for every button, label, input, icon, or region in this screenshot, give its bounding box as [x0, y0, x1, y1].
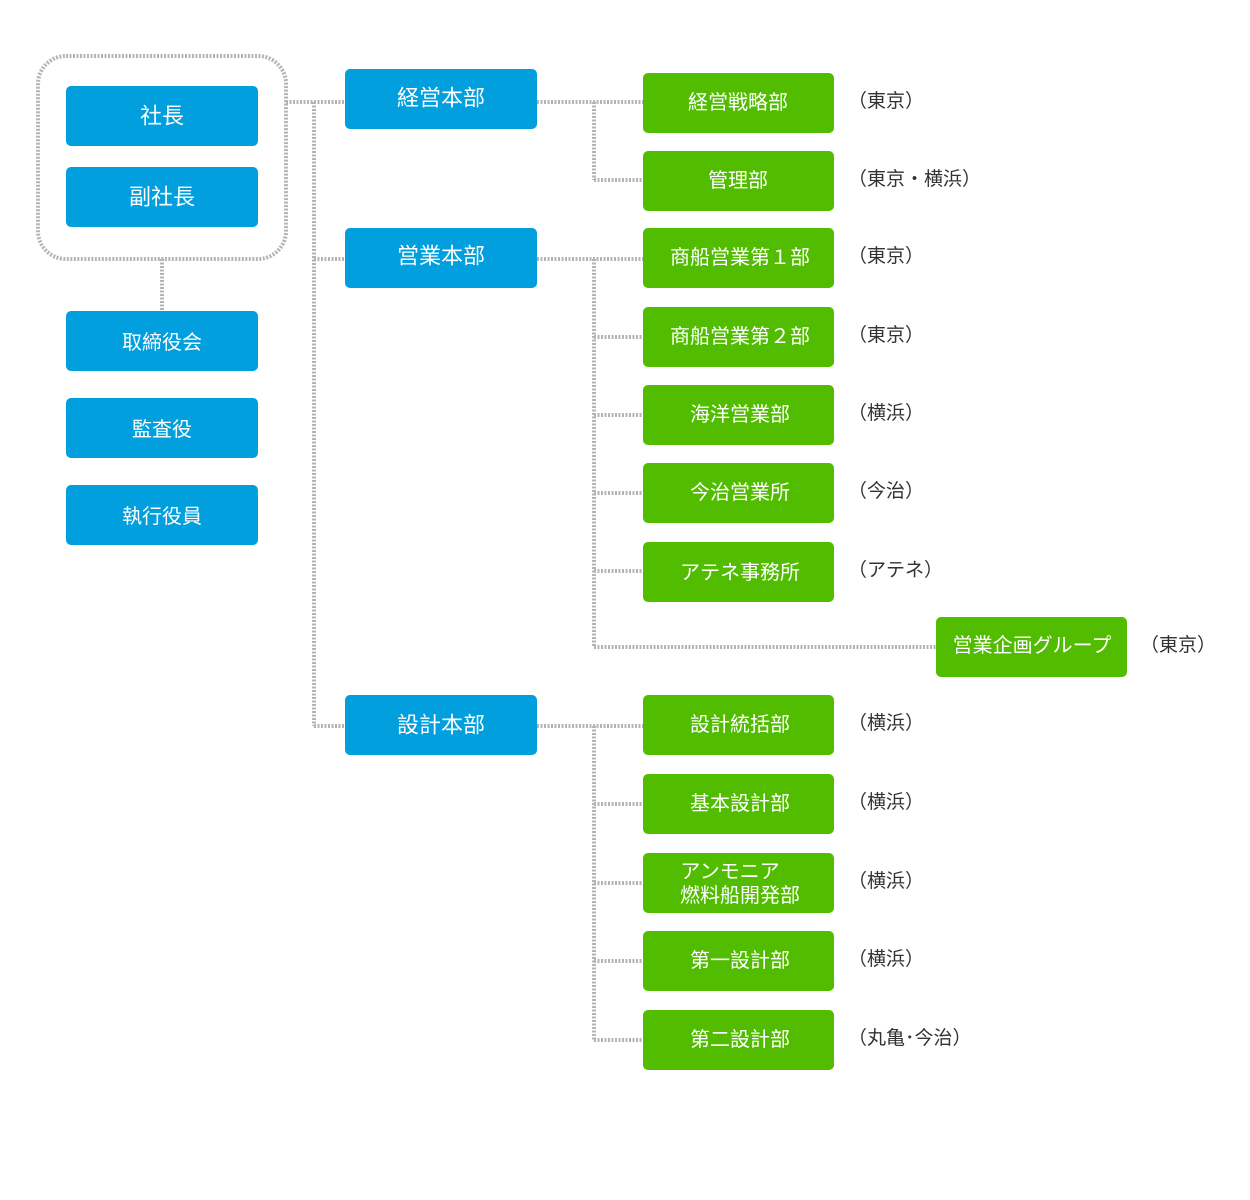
dept-box: 設計統括部 [643, 695, 834, 755]
dept-box: 基本設計部 [643, 774, 834, 834]
dept-box: 今治営業所 [643, 463, 834, 523]
dept-location: （横浜） [848, 712, 924, 734]
dept-label: 第一設計部 [690, 948, 790, 972]
dept-label: 商船営業第１部 [670, 245, 810, 269]
dept-label: 海洋営業部 [690, 402, 790, 426]
dept-box: 第一設計部 [643, 931, 834, 991]
dept-label-line1: アンモニア [680, 859, 779, 883]
dept-location: （丸亀･今治） [848, 1027, 972, 1049]
vice-president-box: 副社長 [66, 167, 258, 227]
dept-box: アテネ事務所 [643, 542, 834, 602]
dept-label: 商船営業第２部 [670, 324, 810, 348]
dept-label: 経営戦略部 [688, 90, 788, 114]
vice-president-label: 副社長 [129, 186, 195, 211]
dept-label: 第二設計部 [690, 1027, 790, 1051]
board-box: 取締役会 [66, 311, 258, 371]
dept-label: 管理部 [708, 168, 768, 192]
dept-box: 営業企画グループ [936, 617, 1127, 677]
dept-box: 管理部 [643, 151, 834, 211]
auditor-label: 監査役 [132, 417, 192, 441]
connectors [36, 54, 936, 1042]
dept-box: アンモニア 燃料船開発部 [643, 853, 834, 913]
hq-sales-label: 営業本部 [397, 245, 485, 270]
dept-label: 設計統括部 [690, 712, 790, 736]
officers-box: 執行役員 [66, 485, 258, 545]
dept-location: （東京） [848, 245, 924, 267]
hq-sales-box: 営業本部 [345, 228, 537, 288]
president-box: 社長 [66, 86, 258, 146]
president-label: 社長 [140, 105, 184, 130]
dept-box: 商船営業第２部 [643, 307, 834, 367]
dept-label-line2: 燃料船開発部 [680, 883, 800, 907]
board-label: 取締役会 [122, 330, 202, 354]
dept-location: （東京） [848, 324, 924, 346]
dept-label: 今治営業所 [690, 480, 790, 504]
dept-location: （今治） [848, 480, 924, 502]
dept-box: 海洋営業部 [643, 385, 834, 445]
hq-management-box: 経営本部 [345, 69, 537, 129]
dept-box: 第二設計部 [643, 1010, 834, 1070]
dept-label: アテネ事務所 [680, 560, 800, 584]
dept-location: （横浜） [848, 791, 924, 813]
dept-location: （横浜） [848, 948, 924, 970]
auditor-box: 監査役 [66, 398, 258, 458]
dept-box: 商船営業第１部 [643, 228, 834, 288]
dept-location: （横浜） [848, 402, 924, 424]
dept-label: 基本設計部 [690, 791, 790, 815]
dept-location: （東京・横浜） [848, 168, 981, 190]
hq-design-label: 設計本部 [397, 714, 485, 739]
dept-location: （アテネ） [848, 559, 943, 581]
hq-design-box: 設計本部 [345, 695, 537, 755]
dept-location: （横浜） [848, 870, 924, 892]
dept-location: （東京） [1140, 634, 1216, 656]
dept-box: 経営戦略部 [643, 73, 834, 133]
hq-management-label: 経営本部 [397, 87, 485, 112]
officers-label: 執行役員 [122, 504, 202, 528]
dept-location: （東京） [848, 90, 924, 112]
dept-label: 営業企画グループ [953, 633, 1112, 657]
